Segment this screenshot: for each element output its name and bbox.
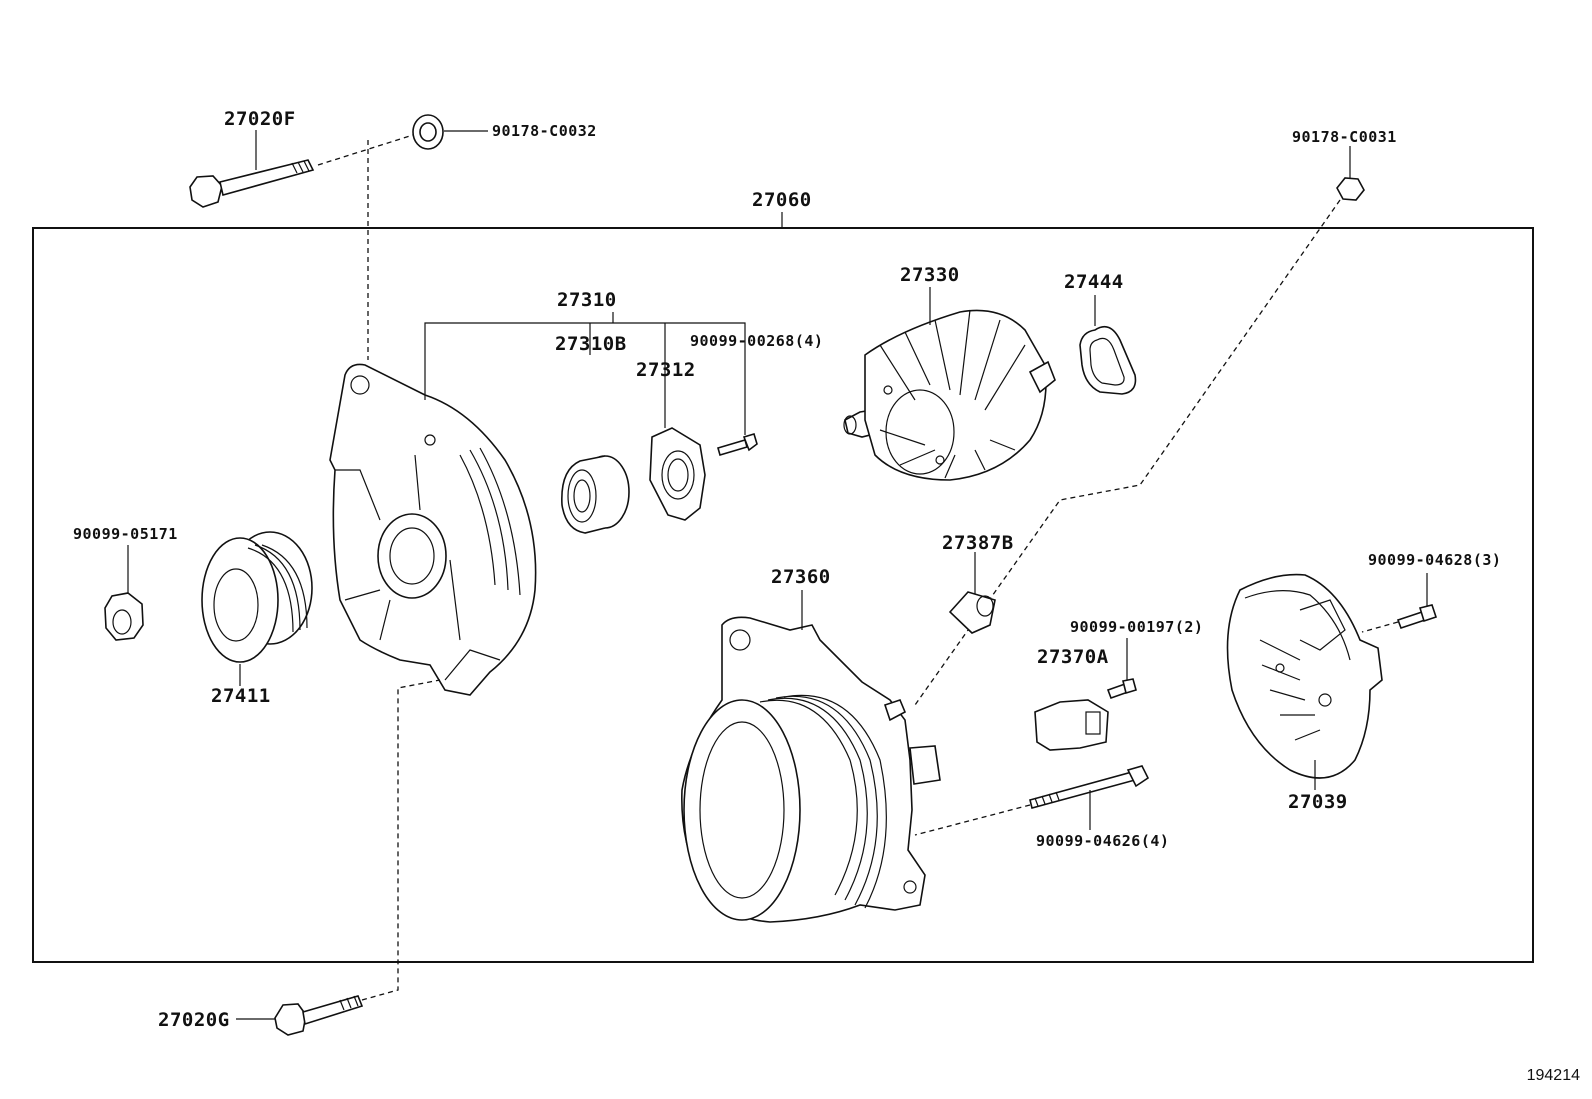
label-90099-04628: 90099-04628(3)	[1368, 551, 1502, 569]
screw-90099-00197[interactable]	[1106, 638, 1137, 700]
label-27060: 27060	[752, 189, 812, 211]
bolt-27020f[interactable]	[189, 130, 315, 208]
label-90099-04626: 90099-04626(4)	[1036, 832, 1170, 850]
ring-27444[interactable]	[1079, 295, 1137, 395]
pulley-27411[interactable]	[201, 531, 313, 686]
nut-90178-c0032[interactable]	[412, 114, 488, 150]
nut-90099-05171[interactable]	[104, 545, 144, 641]
label-90178-c0032: 90178-C0032	[492, 122, 597, 140]
bolt-27020g[interactable]	[236, 995, 364, 1036]
retainer-27312[interactable]	[649, 427, 706, 521]
label-27312: 27312	[636, 359, 696, 381]
dashed-link-bottom	[361, 679, 441, 1001]
dashed-link-right	[914, 199, 1341, 706]
dashed-link-top	[317, 134, 414, 360]
assembly-frame	[32, 227, 1534, 963]
label-27444: 27444	[1064, 271, 1124, 293]
label-27020g: 27020G	[158, 1009, 230, 1031]
drive-end-frame-27310[interactable]	[329, 363, 537, 696]
end-cover-27039[interactable]	[1226, 573, 1383, 790]
plug-27387b[interactable]	[948, 552, 996, 634]
bearing-27310b[interactable]	[561, 455, 630, 534]
screw-90099-00268[interactable]	[717, 433, 758, 456]
dashed-link-bolt	[914, 804, 1031, 836]
rectifier-end-frame-27360[interactable]	[681, 590, 941, 923]
figure-number: 194214	[1526, 1067, 1580, 1084]
label-27387b: 27387B	[942, 532, 1014, 554]
label-90178-c0031: 90178-C0031	[1292, 128, 1397, 146]
rotor-27330[interactable]	[843, 287, 1056, 481]
bolt-90099-04626[interactable]	[1029, 765, 1150, 830]
screw-90099-04628[interactable]	[1396, 573, 1438, 630]
label-27330: 27330	[900, 264, 960, 286]
label-27310b: 27310B	[555, 333, 627, 355]
label-27370a: 27370A	[1037, 646, 1109, 668]
label-27310: 27310	[557, 289, 617, 311]
label-90099-00268: 90099-00268(4)	[690, 332, 824, 350]
dashed-link-cover	[1361, 621, 1399, 633]
leader-27310-bracket	[424, 322, 746, 435]
label-90099-00197: 90099-00197(2)	[1070, 618, 1204, 636]
nut-90178-c0031[interactable]	[1336, 146, 1365, 201]
label-90099-05171: 90099-05171	[73, 525, 178, 543]
brush-holder-27370a[interactable]	[1034, 699, 1109, 751]
label-27020f: 27020F	[224, 108, 296, 130]
label-27360: 27360	[771, 566, 831, 588]
label-27039: 27039	[1288, 791, 1348, 813]
label-27411: 27411	[211, 685, 271, 707]
